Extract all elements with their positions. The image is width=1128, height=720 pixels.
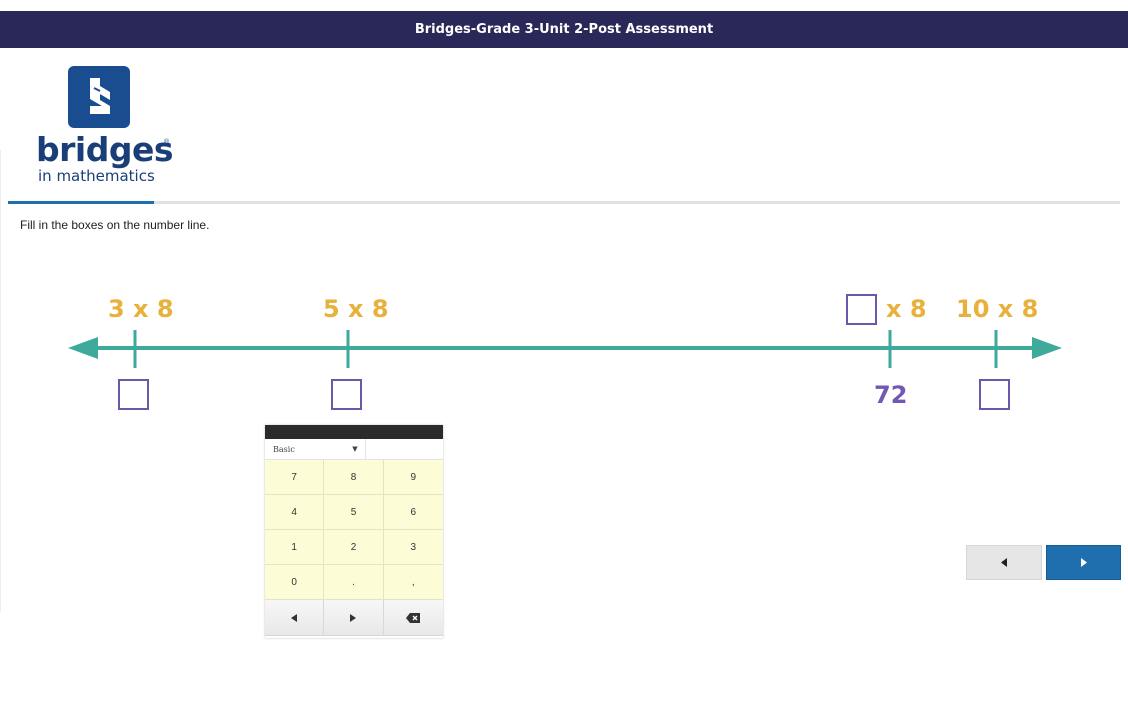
assessment-title: Bridges-Grade 3-Unit 2-Post Assessment <box>414 22 714 37</box>
brand-name: bridges <box>36 130 173 169</box>
arrow-left-icon <box>291 613 298 622</box>
key-0[interactable]: 0 <box>265 565 325 600</box>
calculator-panel: Basic ▼ 7 8 9 4 5 6 1 2 3 0 . , <box>265 425 443 638</box>
bridges-logo-icon <box>68 66 130 128</box>
brand-subtitle: in mathematics <box>38 167 155 185</box>
calculator-keypad: 7 8 9 4 5 6 1 2 3 0 . , <box>265 460 443 636</box>
backspace-icon <box>406 612 421 623</box>
answer-box-5x8[interactable] <box>331 379 362 410</box>
key-6[interactable]: 6 <box>383 495 443 530</box>
registered-mark: ® <box>164 139 170 146</box>
next-arrow-icon <box>1080 558 1087 567</box>
number-line: 3 x 8 5 x 8 x 8 10 x 8 72 <box>0 280 1128 430</box>
prev-arrow-icon <box>1001 558 1007 567</box>
number-line-graphic <box>68 330 1062 368</box>
calculator-mode-select[interactable]: Basic ▼ <box>265 439 443 460</box>
previous-button[interactable] <box>966 545 1042 580</box>
key-comma[interactable]: , <box>383 565 443 600</box>
label-3x8: 3 x 8 <box>108 295 174 323</box>
next-button[interactable] <box>1046 545 1121 580</box>
backspace-button[interactable] <box>383 600 443 636</box>
arrow-right-icon <box>350 613 357 622</box>
calculator-mode-label: Basic <box>273 444 295 454</box>
answer-box-multiplier[interactable] <box>846 294 877 325</box>
key-5[interactable]: 5 <box>324 495 384 530</box>
chevron-down-icon[interactable]: ▼ <box>345 439 366 459</box>
value-72: 72 <box>874 381 908 409</box>
answer-box-10x8[interactable] <box>979 379 1010 410</box>
window-title-bar: Bridges-Grade 3-Unit 2-Post Assessment <box>0 11 1128 48</box>
answer-box-3x8[interactable] <box>118 379 149 410</box>
key-2[interactable]: 2 <box>324 530 384 565</box>
key-3[interactable]: 3 <box>383 530 443 565</box>
cursor-right-button[interactable] <box>324 600 384 636</box>
key-7[interactable]: 7 <box>265 460 325 495</box>
progress-track <box>8 201 1120 204</box>
number-line-left-arrow-icon <box>68 337 98 359</box>
key-4[interactable]: 4 <box>265 495 325 530</box>
calculator-drag-handle[interactable] <box>265 425 443 439</box>
key-8[interactable]: 8 <box>324 460 384 495</box>
label-10x8: 10 x 8 <box>956 295 1039 323</box>
left-divider <box>0 150 1 612</box>
number-line-right-arrow-icon <box>1032 337 1062 359</box>
key-1[interactable]: 1 <box>265 530 325 565</box>
label-5x8: 5 x 8 <box>323 295 389 323</box>
progress-fill <box>8 201 154 204</box>
key-decimal[interactable]: . <box>324 565 384 600</box>
bridges-logo: bridges ® in mathematics <box>36 66 186 186</box>
cursor-left-button[interactable] <box>265 600 325 636</box>
label-blank-x8: x 8 <box>886 295 927 323</box>
key-9[interactable]: 9 <box>383 460 443 495</box>
question-prompt: Fill in the boxes on the number line. <box>20 218 210 232</box>
